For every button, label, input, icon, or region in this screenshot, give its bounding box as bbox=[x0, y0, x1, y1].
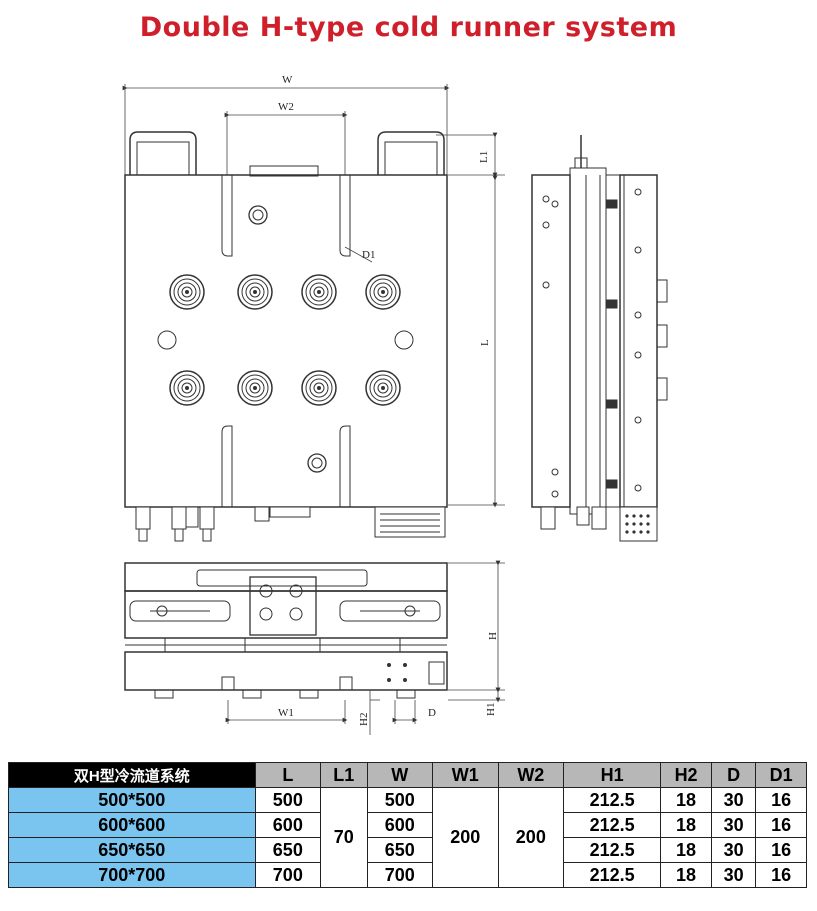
dim-H1: H1 bbox=[485, 703, 497, 716]
fittings bbox=[135, 506, 446, 542]
col-W1: W1 bbox=[432, 762, 499, 788]
right-handle bbox=[377, 131, 445, 175]
cell-L: 700 bbox=[254, 862, 322, 888]
page-title: Double H-type cold runner system bbox=[139, 12, 678, 43]
nozzle bbox=[301, 274, 337, 310]
cell-W: 600 bbox=[366, 812, 434, 838]
model-cell: 650*650 bbox=[8, 837, 256, 863]
cell-H1: 212.5 bbox=[563, 837, 662, 863]
left-handle bbox=[129, 131, 197, 175]
dim-D1: D1 bbox=[362, 249, 375, 261]
dim-W: W bbox=[282, 74, 293, 86]
nozzle bbox=[301, 370, 337, 406]
top-plate bbox=[124, 174, 448, 508]
cell-D: 30 bbox=[710, 862, 757, 888]
front-view bbox=[124, 562, 448, 699]
nozzle bbox=[365, 370, 401, 406]
technical-drawing: W W2 L1 D1 L bbox=[122, 74, 668, 735]
cell-D1: 16 bbox=[755, 812, 807, 838]
col-D: D bbox=[710, 762, 757, 788]
cell-H2: 18 bbox=[660, 787, 712, 813]
cell-L: 500 bbox=[254, 787, 322, 813]
cell-L: 600 bbox=[254, 812, 322, 838]
cell-D: 30 bbox=[710, 812, 757, 838]
nozzle bbox=[169, 274, 205, 310]
table-row: 500*500 500 70 500 200 200 212.5 18 30 1… bbox=[8, 787, 807, 888]
cell-H1: 212.5 bbox=[563, 787, 662, 813]
spec-table: 双H型冷流道系统 L L1 W W1 W2 H1 H2 D D1 500*500… bbox=[8, 762, 807, 888]
cell-W: 650 bbox=[366, 837, 434, 863]
dim-H: H bbox=[487, 632, 499, 640]
cell-L: 650 bbox=[254, 837, 322, 863]
side-dots bbox=[625, 514, 650, 534]
table-row: 600*600 600 600 212.5 18 30 16 bbox=[8, 812, 807, 838]
cell-D: 30 bbox=[710, 787, 757, 813]
dim-W2: W2 bbox=[278, 101, 294, 113]
dim-W1: W1 bbox=[278, 707, 294, 719]
dimension-lines-front bbox=[225, 560, 505, 735]
table-row: 700*700 700 700 212.5 18 30 16 bbox=[8, 862, 807, 888]
cell-W: 700 bbox=[366, 862, 434, 888]
cell-D1: 16 bbox=[755, 787, 807, 813]
col-L1: L1 bbox=[320, 762, 368, 788]
cell-D1: 16 bbox=[755, 837, 807, 863]
cell-W: 500 bbox=[366, 787, 434, 813]
top-view bbox=[124, 131, 448, 508]
cell-H1: 212.5 bbox=[563, 862, 662, 888]
cell-H2: 18 bbox=[660, 812, 712, 838]
nozzle-group bbox=[169, 274, 401, 406]
nozzle bbox=[365, 274, 401, 310]
cell-D: 30 bbox=[710, 837, 757, 863]
table-corner: 双H型冷流道系统 bbox=[8, 762, 256, 788]
cell-D1: 16 bbox=[755, 862, 807, 888]
dimension-lines-top bbox=[122, 84, 505, 508]
side-view bbox=[531, 135, 668, 542]
nozzle bbox=[237, 370, 273, 406]
cell-W2: 200 bbox=[497, 787, 565, 888]
col-W2: W2 bbox=[497, 762, 565, 788]
cell-W1: 200 bbox=[432, 787, 499, 888]
model-cell: 600*600 bbox=[8, 812, 256, 838]
cell-H2: 18 bbox=[660, 837, 712, 863]
col-L: L bbox=[254, 762, 322, 788]
dim-L: L bbox=[479, 339, 491, 346]
cell-L1: 70 bbox=[320, 787, 368, 888]
model-cell: 500*500 bbox=[8, 787, 256, 813]
col-H2: H2 bbox=[660, 762, 712, 788]
dim-D: D bbox=[428, 707, 436, 719]
col-D1: D1 bbox=[755, 762, 807, 788]
col-W: W bbox=[366, 762, 434, 788]
table-row: 650*650 650 650 212.5 18 30 16 bbox=[8, 837, 807, 863]
model-cell: 700*700 bbox=[8, 862, 256, 888]
dim-H2: H2 bbox=[358, 713, 370, 726]
col-H1: H1 bbox=[563, 762, 662, 788]
cell-H2: 18 bbox=[660, 862, 712, 888]
dim-L1: L1 bbox=[478, 151, 490, 163]
cell-H1: 212.5 bbox=[563, 812, 662, 838]
nozzle bbox=[169, 370, 205, 406]
nozzle bbox=[237, 274, 273, 310]
